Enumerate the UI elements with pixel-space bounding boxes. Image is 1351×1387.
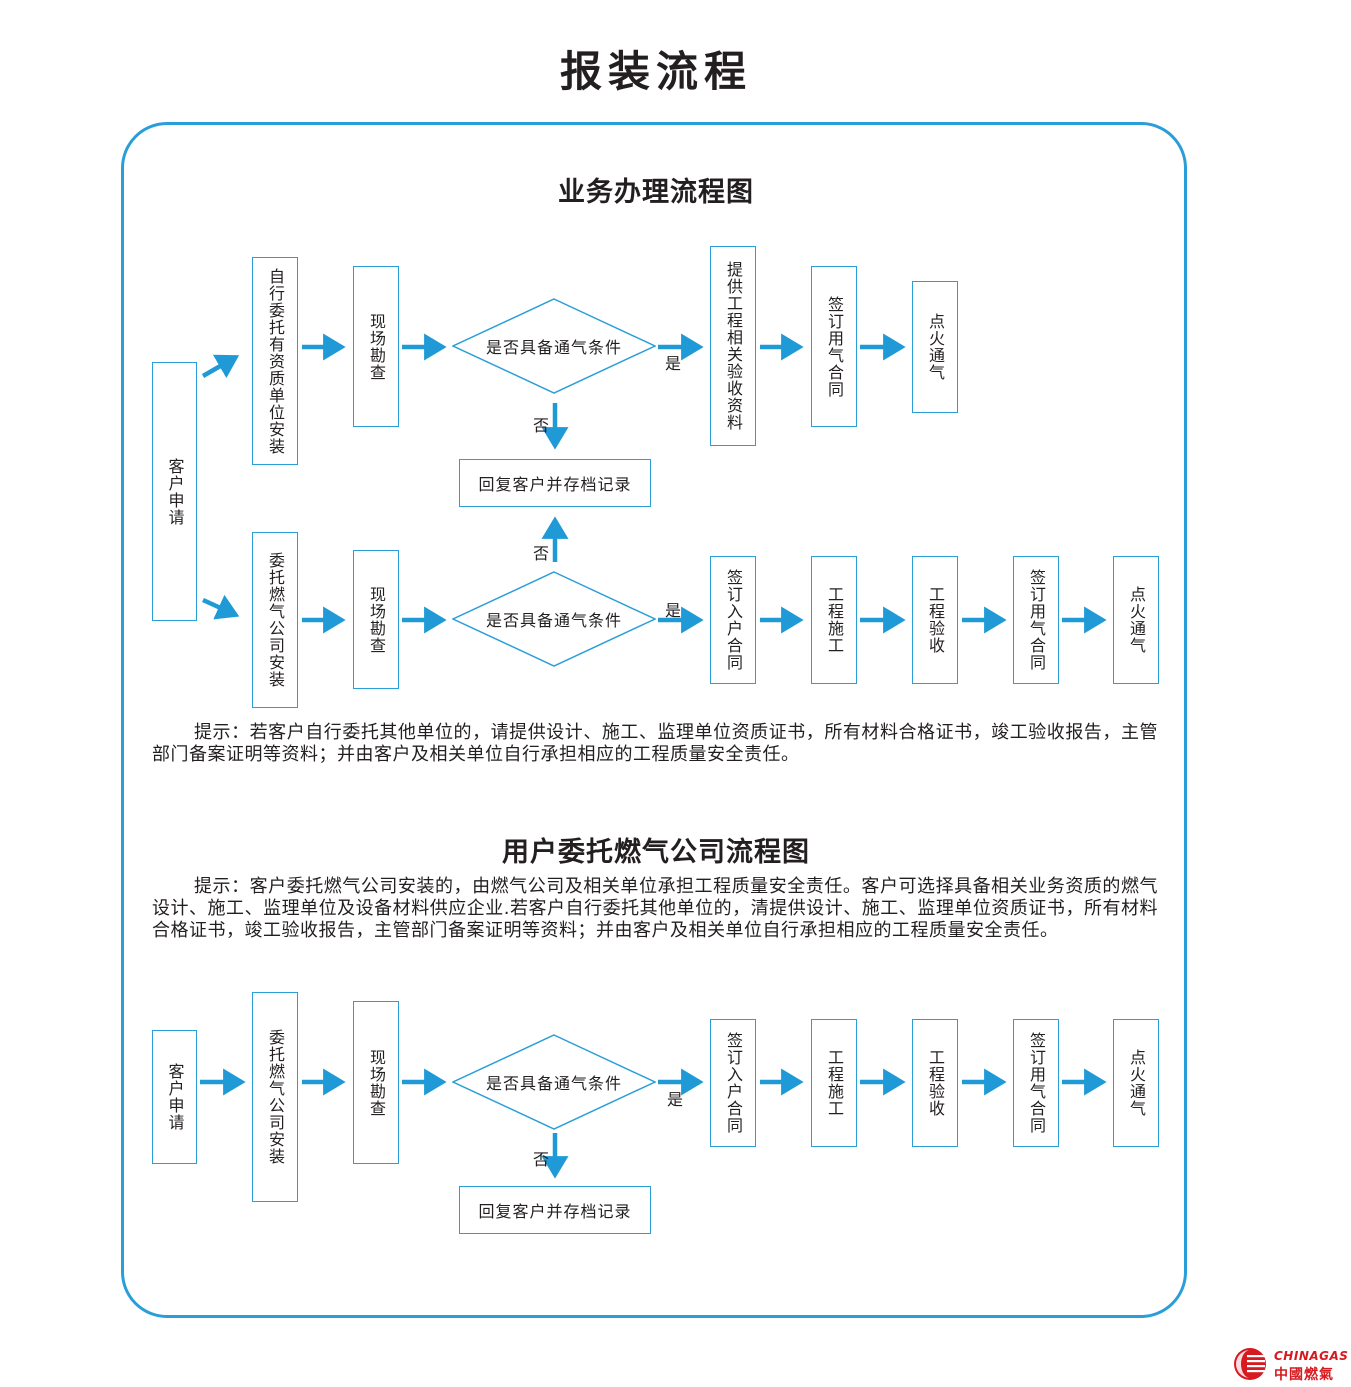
r2-step-5: 点火通气: [1113, 556, 1159, 684]
section1-title: 业务办理流程图: [558, 177, 754, 208]
s2-yes-label: 是: [667, 1090, 684, 1109]
s1-reply-box: 回复客户并存档记录: [459, 459, 651, 507]
r1-survey-box: 现场勘查: [353, 266, 399, 427]
section2-note: 提示：客户委托燃气公司安装的，由燃气公司及相关单位承担工程质量安全责任。客户可选…: [152, 876, 1158, 941]
logo-text-en: CHINAGAS: [1274, 1349, 1349, 1363]
s2-step-1-label: 签订入户合同: [724, 1032, 743, 1134]
r2-survey-box: 现场勘查: [353, 550, 399, 689]
r2-decision-label: 是否具备通气条件: [485, 611, 622, 630]
s2-customer-label: 客户申请: [165, 1063, 185, 1131]
s2-reply-label: 回复客户并存档记录: [478, 1202, 632, 1221]
r1-no-label: 否: [533, 416, 550, 435]
r2-step-5-label: 点火通气: [1127, 586, 1146, 654]
r1-decision: 是否具备通气条件: [452, 298, 656, 394]
r2-step-2-label: 工程施工: [825, 586, 844, 654]
s2-decision: 是否具备通气条件: [452, 1034, 656, 1130]
r1-step-3-label: 点火通气: [926, 313, 945, 381]
r2-no-label: 否: [533, 544, 550, 563]
section2-title: 用户委托燃气公司流程图: [502, 837, 810, 868]
s2-step-5-label: 点火通气: [1127, 1049, 1146, 1117]
s2-no-label: 否: [533, 1150, 550, 1169]
s2-reply-box: 回复客户并存档记录: [459, 1186, 651, 1234]
s2-step-4-label: 签订用气合同: [1027, 1032, 1046, 1134]
r1-start-label: 自行委托有资质单位安装: [266, 267, 285, 455]
r2-step-3-label: 工程验收: [926, 586, 945, 654]
s2-step-2-label: 工程施工: [825, 1049, 844, 1117]
s2-start-box: 委托燃气公司安装: [252, 992, 298, 1202]
content-frame: [121, 122, 1187, 1318]
s1-reply-label: 回复客户并存档记录: [478, 475, 632, 494]
r2-survey-label: 现场勘查: [367, 585, 386, 654]
s2-step-5: 点火通气: [1113, 1019, 1159, 1147]
r1-step-3: 点火通气: [912, 281, 958, 413]
s2-survey-box: 现场勘查: [353, 1001, 399, 1164]
r2-start-label: 委托燃气公司安装: [266, 552, 285, 688]
r2-start-box: 委托燃气公司安装: [252, 532, 298, 708]
r1-yes-label: 是: [665, 354, 682, 373]
r1-step-2: 签订用气合同: [811, 266, 857, 427]
r2-step-3: 工程验收: [912, 556, 958, 684]
r2-yes-label: 是: [665, 601, 682, 620]
s2-step-2: 工程施工: [811, 1019, 857, 1147]
r2-step-4: 签订用气合同: [1013, 556, 1059, 684]
r1-start-box: 自行委托有资质单位安装: [252, 257, 298, 465]
s2-step-4: 签订用气合同: [1013, 1019, 1059, 1147]
logo-text-cn: 中國燃氣: [1274, 1367, 1334, 1383]
arrow-customer-to-company: [202, 594, 240, 620]
r2-step-1-label: 签订入户合同: [724, 569, 743, 671]
s2-step-3: 工程验收: [912, 1019, 958, 1147]
r1-survey-label: 现场勘查: [367, 312, 386, 381]
chinagas-logo: CHINAGAS 中國燃氣: [1230, 1345, 1348, 1383]
r1-step-2-label: 签订用气合同: [825, 295, 844, 398]
r1-step-1: 提供工程相关验收资料: [710, 246, 756, 446]
s1-customer-label: 客户申请: [165, 457, 185, 526]
s2-start-label: 委托燃气公司安装: [266, 1029, 285, 1165]
page-title: 报装流程: [559, 47, 752, 96]
s2-decision-label: 是否具备通气条件: [485, 1074, 622, 1093]
s1-customer-box: 客户申请: [152, 362, 197, 621]
r2-step-1: 签订入户合同: [710, 556, 756, 684]
s2-customer-box: 客户申请: [152, 1030, 197, 1164]
chinagas-logo-icon: [1234, 1348, 1266, 1380]
r2-step-4-label: 签订用气合同: [1027, 569, 1046, 671]
arrow-customer-to-self: [201, 354, 240, 379]
r2-step-2: 工程施工: [811, 556, 857, 684]
r1-decision-label: 是否具备通气条件: [485, 338, 622, 357]
s2-step-3-label: 工程验收: [926, 1049, 945, 1117]
r2-decision: 是否具备通气条件: [452, 571, 656, 667]
s2-step-1: 签订入户合同: [710, 1019, 756, 1147]
r1-step-1-label: 提供工程相关验收资料: [724, 261, 743, 431]
s2-survey-label: 现场勘查: [367, 1048, 386, 1117]
section1-note: 提示：若客户自行委托其他单位的，请提供设计、施工、监理单位资质证书，所有材料合格…: [152, 722, 1158, 765]
